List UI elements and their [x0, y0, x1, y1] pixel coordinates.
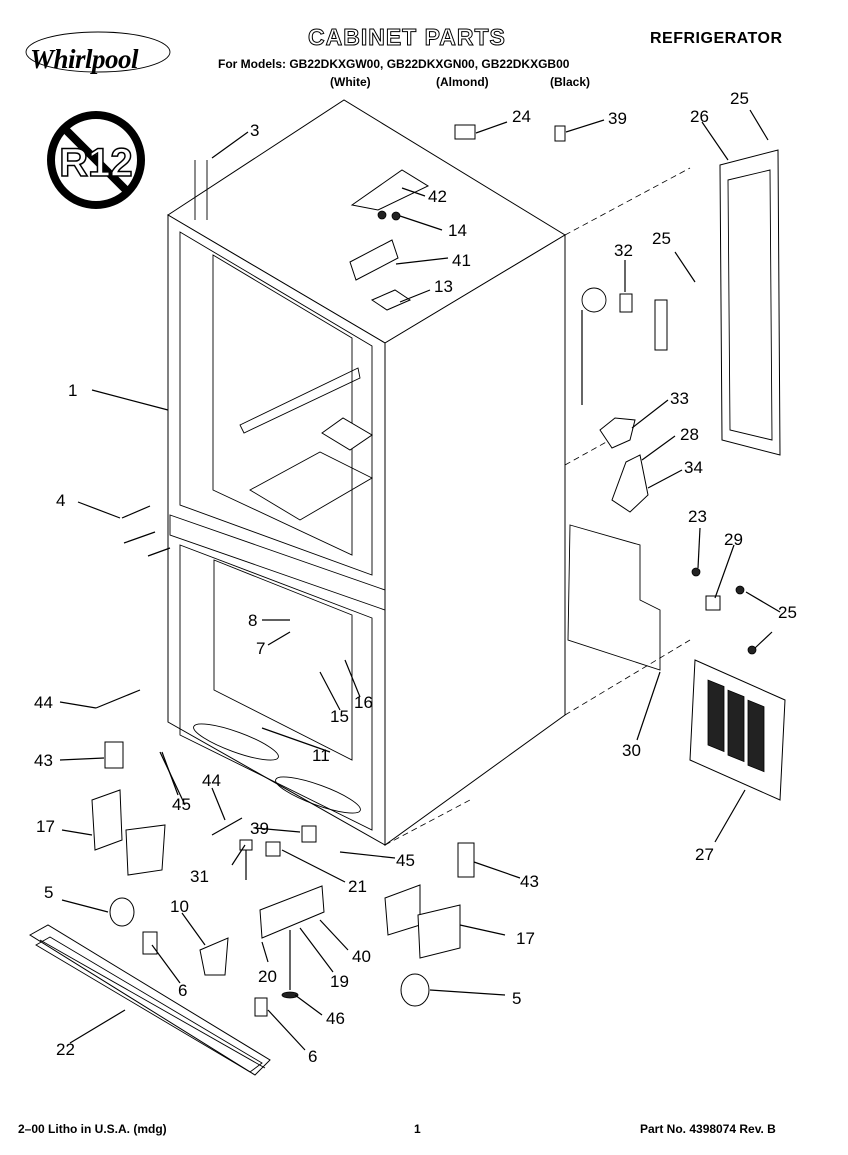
callout-8: 8: [248, 611, 257, 630]
callout-5: 5: [44, 883, 53, 902]
callout-46: 46: [326, 1009, 345, 1028]
callout-44: 44: [202, 771, 221, 790]
callout-7: 7: [256, 639, 265, 658]
callout-29: 29: [724, 530, 743, 549]
litho-note: 2–00 Litho in U.S.A. (mdg): [18, 1122, 167, 1136]
bottom-hinge-parts: [239, 825, 475, 1017]
callout-45: 45: [396, 851, 415, 870]
callout-15: 15: [330, 707, 349, 726]
side-trim-and-controls: [454, 124, 781, 671]
callout-14: 14: [448, 221, 467, 240]
callout-10: 10: [170, 897, 189, 916]
toe-grille: [689, 659, 786, 801]
callout-20: 20: [258, 967, 277, 986]
callout-labels: 1 3 4 5 5 6 6 7 8 10 11 13 14 15 16 17 1…: [34, 89, 797, 1066]
variant-almond: (Almond): [436, 75, 489, 89]
callout-6: 6: [308, 1047, 317, 1066]
kickplate: [29, 924, 271, 1076]
callout-27: 27: [695, 845, 714, 864]
callout-39: 39: [608, 109, 627, 128]
callout-13: 13: [434, 277, 453, 296]
callout-33: 33: [670, 389, 689, 408]
part-number: Part No. 4398074 Rev. B: [640, 1122, 776, 1136]
callout-24: 24: [512, 107, 531, 126]
page-number: 1: [414, 1122, 421, 1136]
cabinet-body: [167, 99, 691, 846]
no-r12-badge: R12: [47, 111, 145, 209]
callout-11: 11: [312, 746, 330, 765]
callout-40: 40: [352, 947, 371, 966]
callout-5: 5: [512, 989, 521, 1008]
callout-42: 42: [428, 187, 447, 206]
callout-3: 3: [250, 121, 259, 140]
callout-45: 45: [172, 795, 191, 814]
variant-black: (Black): [550, 75, 591, 89]
callout-44: 44: [34, 693, 53, 712]
callout-30: 30: [622, 741, 641, 760]
callout-32: 32: [614, 241, 633, 260]
callout-17: 17: [516, 929, 535, 948]
logo-swoosh: [25, 31, 171, 73]
callout-43: 43: [520, 872, 539, 891]
callout-34: 34: [684, 458, 703, 477]
callout-25: 25: [778, 603, 797, 622]
top-hinge-parts: [194, 160, 430, 311]
callout-23: 23: [688, 507, 707, 526]
callout-39: 39: [250, 819, 269, 838]
callout-16: 16: [354, 693, 373, 712]
callout-28: 28: [680, 425, 699, 444]
callout-41: 41: [452, 251, 471, 270]
model-numbers: For Models: GB22DKXGW00, GB22DKXGN00, GB…: [218, 57, 570, 71]
callout-22: 22: [56, 1040, 75, 1059]
r12-text: R12: [59, 141, 132, 185]
callout-1: 1: [68, 381, 77, 400]
variant-white: (White): [330, 75, 371, 89]
callout-6: 6: [178, 981, 187, 1000]
callout-31: 31: [190, 867, 209, 886]
callout-4: 4: [56, 491, 65, 510]
callout-17: 17: [36, 817, 55, 836]
callout-43: 43: [34, 751, 53, 770]
left-hardware: [91, 505, 243, 976]
page-title: CABINET PARTS: [308, 24, 506, 51]
callout-25: 25: [730, 89, 749, 108]
callout-26: 26: [690, 107, 709, 126]
leader-lines: [59, 109, 781, 1051]
callout-19: 19: [330, 972, 349, 991]
callout-25: 25: [652, 229, 671, 248]
appliance-category: REFRIGERATOR: [650, 30, 783, 47]
callout-21: 21: [348, 877, 367, 896]
whirlpool-logo: Whirlpool: [30, 44, 139, 74]
